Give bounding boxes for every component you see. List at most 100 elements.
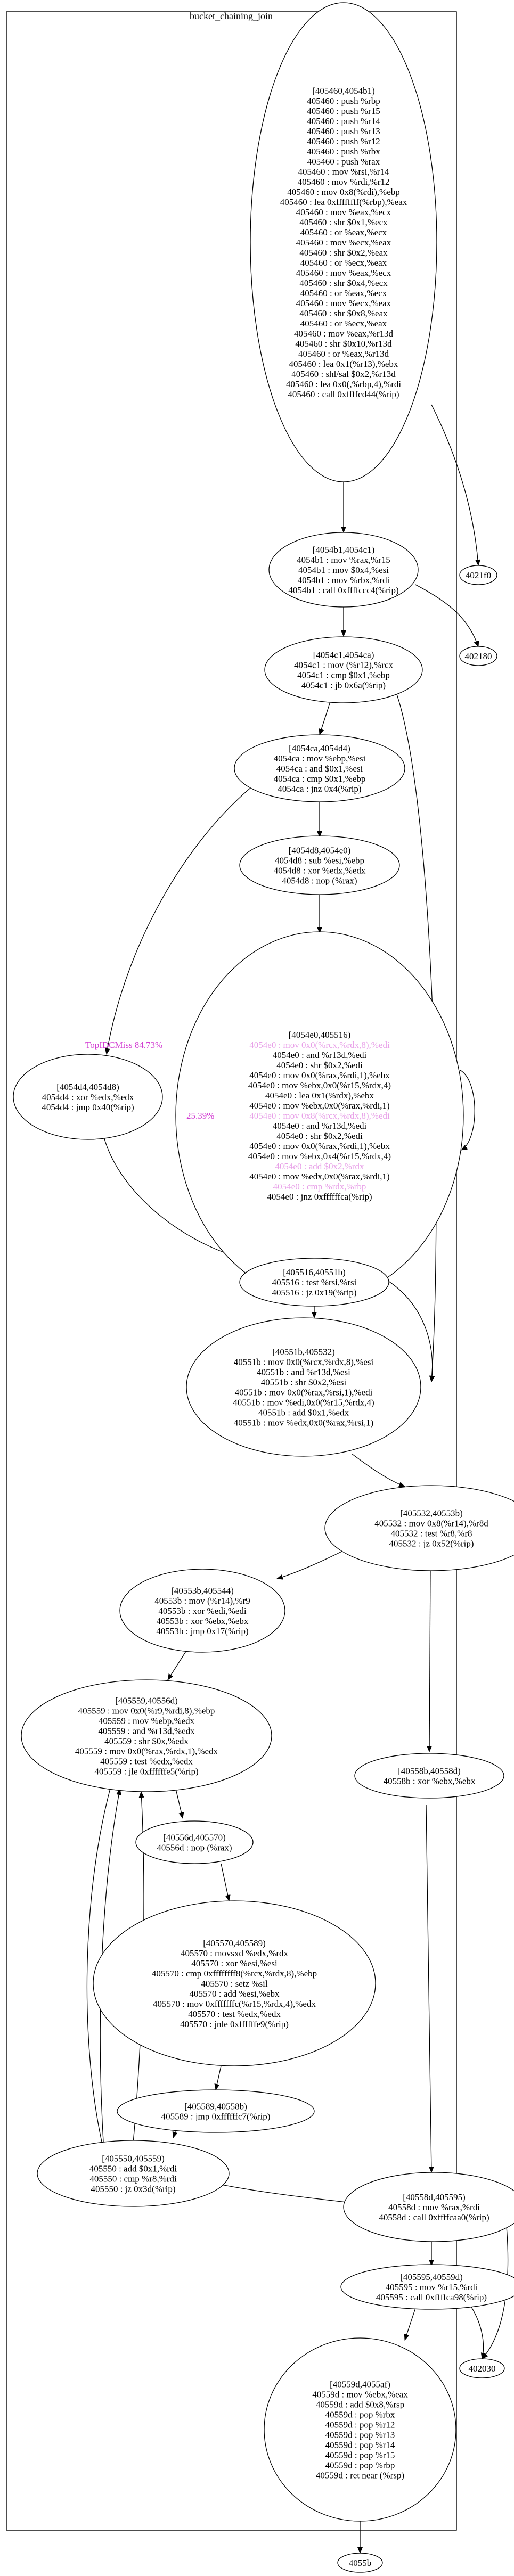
block-address-range: [405570,405589) bbox=[203, 1938, 266, 1948]
instruction-line: 40558d : call 0xffffcaa0(%rip) bbox=[379, 2212, 489, 2222]
block-address-range: 4021f0 bbox=[466, 570, 491, 580]
basic-block-405595[interactable]: [405595,40559d)405595 : mov %r15,%rdi405… bbox=[340, 2264, 514, 2310]
basic-block-4054e0[interactable]: [4054e0,405516)4054e0 : mov 0x0(%rcx,%rd… bbox=[175, 931, 464, 1300]
instruction-line: 405516 : test %rsi,%rsi bbox=[272, 1277, 357, 1287]
edge-4054ca-4054d4 bbox=[104, 787, 251, 1055]
instruction-line: 405460 : push %rbp bbox=[307, 96, 380, 106]
edge-405559-405550 bbox=[86, 1773, 115, 2152]
instruction-line: 405460 : mov %ecx,%eax bbox=[296, 237, 391, 248]
edge-40558b-40558d bbox=[426, 1804, 434, 2173]
block-outline bbox=[268, 532, 419, 608]
instruction-line: 4054e0 : mov %edx,0x0(%rax,%rdi,1) bbox=[249, 1171, 389, 1182]
instruction-line: 4054e0 : jnz 0xffffffca(%rip) bbox=[267, 1192, 372, 1202]
instruction-line: 405570 : jnle 0xffffffe9(%rip) bbox=[180, 2019, 289, 2029]
cluster-title: bucket_chaining_join bbox=[190, 11, 273, 21]
instruction-line: 405460 : lea 0xffffffff(%rbp),%eax bbox=[280, 197, 407, 207]
instruction-line: 4054c1 : jb 0x6a(%rip) bbox=[301, 680, 386, 691]
block-outline bbox=[186, 1317, 421, 1457]
block-address-range: [405460,4054b1) bbox=[312, 86, 375, 96]
basic-block-40553b[interactable]: [40553b,405544)40553b : mov (%r14),%r940… bbox=[119, 1569, 285, 1653]
basic-block-40559d[interactable]: [40559d,4055af)40559d : mov %ebx,%eax 405… bbox=[264, 2337, 456, 2522]
instruction-line: 405460 : or %eax,%ecx bbox=[300, 288, 387, 298]
block-address-range: 402180 bbox=[465, 651, 492, 661]
instruction-line: 4054e0 : cmp %rdx,%rbp bbox=[273, 1182, 366, 1192]
basic-block-4055b[interactable]: 4055b bbox=[337, 2553, 383, 2573]
instruction-line: 405460 : shr $0x1,%ecx bbox=[299, 217, 388, 227]
basic-block-405570[interactable]: [405570,405589)405570 : movsxd %edx,%rdx… bbox=[93, 1900, 376, 2066]
basic-block-4054d4[interactable]: [4054d4,4054d8)4054d4 : xor %edx,%edx405… bbox=[13, 1054, 163, 1140]
block-address-range: [40559d,4055af) bbox=[330, 2380, 390, 2390]
block-outline bbox=[459, 2358, 505, 2378]
basic-block-402030[interactable]: 402030 bbox=[459, 2358, 505, 2378]
basic-block-40556d[interactable]: [40556d,405570)40556d : nop (%rax) bbox=[135, 1820, 254, 1864]
edge-405516-405532 bbox=[372, 1272, 435, 1382]
instruction-line: 405559 : shr $0x,%edx bbox=[104, 1736, 189, 1746]
edge-405595-402030 bbox=[468, 2302, 486, 2359]
instruction-line: 40551b : mov 0x0(%rax,%rsi,1),%edi bbox=[235, 1388, 373, 1398]
instruction-line: 4054e0 : and %r13d,%edi bbox=[273, 1121, 367, 1131]
basic-block-405559[interactable]: [405559,40556d)405559 : mov 0x0(%r9,%rdi… bbox=[21, 1679, 272, 1792]
block-address-range: [4054d4,4054d8) bbox=[56, 1082, 119, 1092]
instruction-line: 405460 : shr $0x4,%ecx bbox=[299, 278, 388, 288]
instruction-line: 405570 : setz %sil bbox=[201, 1979, 267, 1989]
instruction-line: 4054e0 : mov %ebx,0x4(%r15,%rdx,4) bbox=[248, 1151, 391, 1161]
instruction-line: 405460 : or %ecx,%eax bbox=[300, 258, 387, 268]
basic-block-40551b[interactable]: [40551b,405532)40551b : mov 0x0(%rcx,%rd… bbox=[186, 1317, 421, 1457]
basic-block-40558b[interactable]: [40558b,40558d)40558b : xor %ebx,%ebx bbox=[354, 1753, 504, 1799]
basic-block-405460[interactable]: [405460,4054b1)405460 : push %rbp 405460 … bbox=[250, 2, 437, 482]
basic-block-40558d[interactable]: [40558d,405595)40558d : mov %rax,%rdi405… bbox=[343, 2172, 514, 2242]
instruction-line: 40559d : mov %ebx,%eax bbox=[312, 2390, 408, 2400]
block-address-range: [40558d,405595) bbox=[403, 2192, 466, 2202]
block-address-range: [405532,40553b) bbox=[400, 1508, 463, 1519]
instruction-line: 4054e0 : mov 0x0(%rax,%rdi,1),%ebx bbox=[249, 1070, 390, 1080]
block-outline bbox=[239, 835, 400, 895]
instruction-line: 405460 : shr $0x2,%eax bbox=[299, 248, 388, 258]
block-address-range: [4054b1,4054c1) bbox=[313, 545, 375, 555]
basic-block-405589[interactable]: [405589,40558b)405589 : jmp 0xffffffc7(%… bbox=[117, 2089, 315, 2133]
instruction-line: 405595 : mov %r15,%rdi bbox=[386, 2282, 478, 2292]
instruction-line: 40559d : ret near (%rsp) bbox=[316, 2471, 404, 2481]
instruction-line: 405460 : push %r14 bbox=[307, 116, 380, 126]
basic-block-4054b1[interactable]: [4054b1,4054c1)4054b1 : mov %rax,%r15 405… bbox=[268, 532, 419, 608]
instruction-line: 405460 : mov %eax,%ecx bbox=[296, 207, 391, 217]
block-address-range: [4054ca,4054d4) bbox=[289, 743, 350, 753]
instruction-line: 405559 : and %r13d,%edx bbox=[98, 1726, 195, 1736]
hot-annotation: 25.39% bbox=[186, 1111, 214, 1121]
block-outline bbox=[21, 1679, 272, 1792]
edge-4054b1-402180 bbox=[415, 584, 479, 647]
block-address-range: [405559,40556d) bbox=[115, 1696, 178, 1706]
instruction-line: 4054c1 : cmp $0x1,%ebp bbox=[297, 670, 390, 680]
block-address-range: 4055b bbox=[349, 2558, 372, 2568]
edge-405550-40558d bbox=[213, 2183, 365, 2206]
instruction-line: 405559 : test %edx,%edx bbox=[100, 1757, 193, 1767]
basic-block-405550[interactable]: [405550,405559)405550 : add $0x1,%rdi405… bbox=[37, 2140, 230, 2207]
edge-40556d-405570 bbox=[221, 1863, 231, 1901]
instruction-line: 4054e0 : mov 0x0(%rax,%rdi,1),%ebx bbox=[249, 1141, 390, 1151]
basic-block-402180[interactable]: 402180 bbox=[459, 646, 497, 666]
basic-block-4054c1[interactable]: [4054c1,4054ca)4054c1 : mov (%r12),%rcx4… bbox=[264, 636, 423, 703]
instruction-line: 4054b1 : call 0xffffccc4(%rip) bbox=[288, 585, 398, 595]
instruction-line: 405460 : shl/sal $0x2,%r13d bbox=[291, 369, 396, 379]
block-address-range: [405550,405559) bbox=[102, 2154, 165, 2164]
block-outline bbox=[93, 1900, 376, 2066]
block-address-range: [40553b,405544) bbox=[171, 1586, 234, 1596]
instruction-line: 4054e0 : add $0x2,%rdx bbox=[275, 1161, 364, 1171]
block-outline bbox=[239, 1258, 389, 1307]
edge-405559-40556d bbox=[175, 1789, 184, 1819]
block-outline bbox=[37, 2140, 230, 2207]
basic-block-405516[interactable]: [405516,40551b)405516 : test %rsi,%rsi40… bbox=[239, 1258, 389, 1307]
instruction-line: 405460 : push %r12 bbox=[307, 136, 380, 146]
basic-block-405532[interactable]: [405532,40553b)405532 : mov 0x8(%r14),%r… bbox=[324, 1485, 514, 1571]
edge-4054d4-405516 bbox=[103, 1136, 246, 1260]
basic-block-4054ca[interactable]: [4054ca,4054d4)4054ca : mov %ebp,%esi405… bbox=[234, 734, 405, 802]
basic-block-4054d8[interactable]: [4054d8,4054e0)4054d8 : sub %esi,%ebp405… bbox=[239, 835, 400, 895]
instruction-line: 4054b1 : mov %rax,%r15 bbox=[297, 555, 390, 565]
instruction-line: 405550 : cmp %r8,%rdi bbox=[89, 2174, 177, 2184]
instruction-line: 405460 : mov %rsi,%r14 bbox=[298, 167, 389, 177]
edge-40558d-402030 bbox=[482, 2220, 509, 2359]
instruction-line: 40551b : add $0x1,%edx bbox=[258, 1408, 349, 1418]
basic-block-4021f0[interactable]: 4021f0 bbox=[459, 565, 497, 585]
instruction-line: 405460 : push %r13 bbox=[307, 126, 380, 136]
instruction-line: 40553b : jmp 0x17(%rip) bbox=[156, 1626, 248, 1636]
